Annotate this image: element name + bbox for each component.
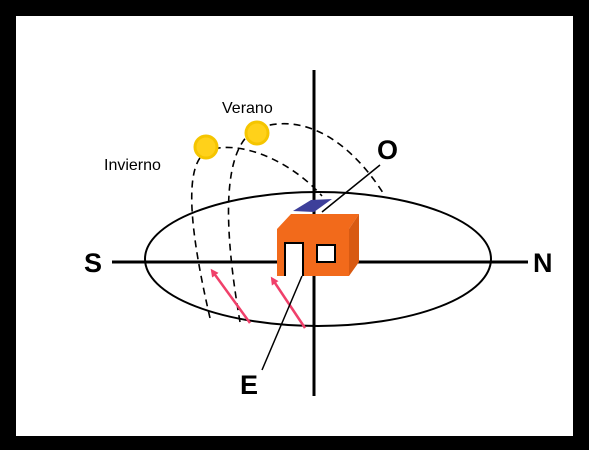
solar-panel-icon <box>293 199 332 212</box>
east-leader-line <box>261 275 303 371</box>
north-label: N <box>533 248 553 278</box>
west-label: O <box>377 135 398 165</box>
south-label: S <box>84 248 102 278</box>
winter-sun-icon <box>193 134 219 160</box>
east-label: E <box>240 370 258 400</box>
winter-label: Invierno <box>104 157 161 174</box>
summer-label: Verano <box>222 100 273 117</box>
house-window <box>316 244 336 263</box>
winter-sun-path <box>190 146 323 319</box>
west-leader-line <box>321 164 381 213</box>
house-icon <box>277 199 359 276</box>
house-top <box>277 214 359 229</box>
winter-ray-arrow <box>210 268 252 324</box>
summer-ray-arrow <box>270 276 307 329</box>
house-door <box>284 242 304 276</box>
summer-sun-path <box>227 122 386 323</box>
horizon-ellipse <box>144 191 492 327</box>
summer-sun-icon <box>244 120 270 146</box>
house-right-side <box>349 214 359 276</box>
